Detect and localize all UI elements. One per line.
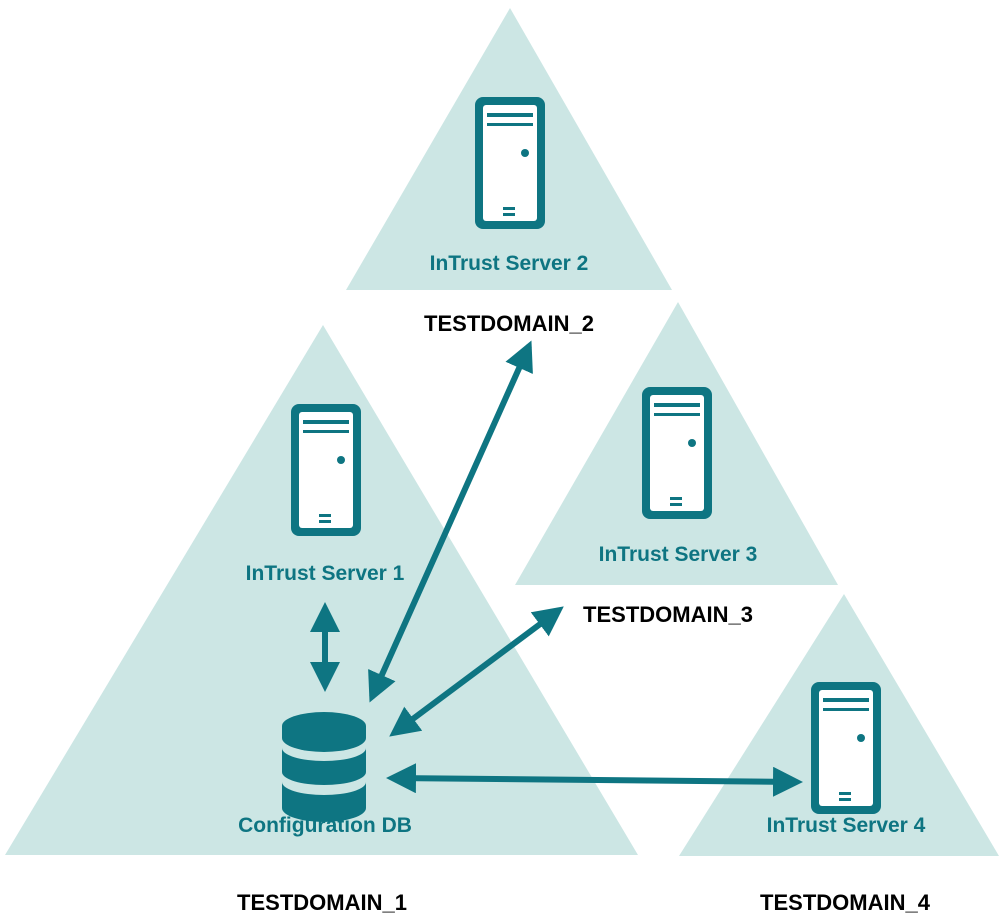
server-label-1: InTrust Server 1	[246, 562, 405, 585]
connection-arrow-db-server4	[386, 763, 803, 797]
domain-label-2: TESTDOMAIN_2	[424, 311, 594, 336]
configdb-label: Configuration DB	[238, 814, 412, 837]
server-tower-icon	[642, 387, 712, 519]
server-tower-icon	[291, 404, 361, 536]
server-tower-icon	[475, 97, 545, 229]
domain-label-3: TESTDOMAIN_3	[583, 602, 753, 627]
database-icon	[282, 712, 366, 822]
domain-label-4: TESTDOMAIN_4	[760, 890, 931, 915]
server-label-3: InTrust Server 3	[599, 543, 758, 566]
connection-arrow-db-server3	[389, 606, 564, 737]
server-label-2: InTrust Server 2	[430, 252, 589, 275]
server-tower-icon	[811, 682, 881, 814]
domain-label-1: TESTDOMAIN_1	[237, 890, 407, 915]
server-label-4: InTrust Server 4	[767, 814, 926, 837]
